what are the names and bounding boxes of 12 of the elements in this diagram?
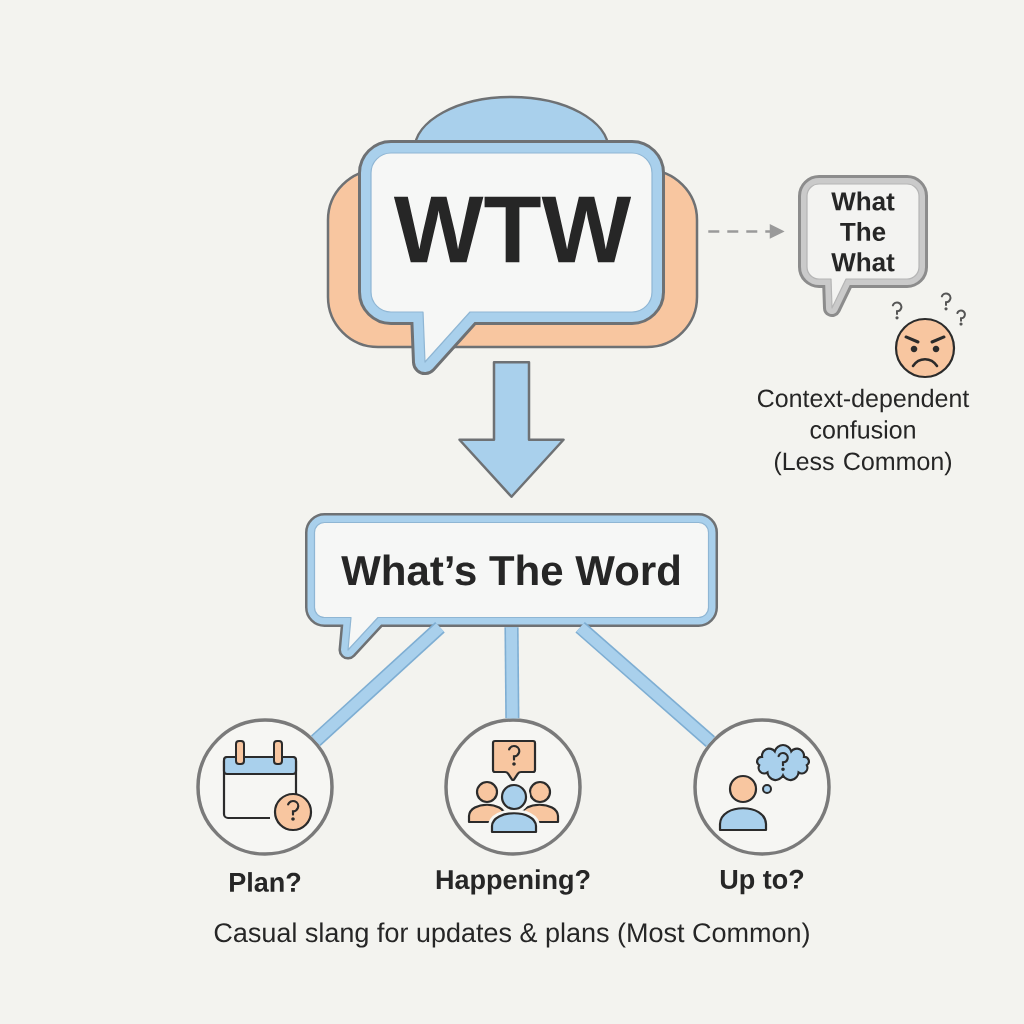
- speech-bubble: What’s The Word: [305, 513, 718, 660]
- circle-label: Plan?: [230, 872, 301, 892]
- connector-line: [504, 627, 520, 719]
- block-arrow: [458, 361, 565, 498]
- connector-line: [575, 621, 716, 747]
- caption: Casual slang for updates & plans (Most Common): [214, 922, 809, 948]
- annotation: Context-dependent confusion (Less Common): [757, 388, 970, 476]
- circle-label: Happening?: [436, 869, 590, 895]
- circle-label: Up to?: [720, 869, 804, 895]
- speech-bubble: What The What: [798, 175, 928, 317]
- connector-line: [311, 622, 445, 746]
- speech-bubble: WTW: [326, 95, 699, 375]
